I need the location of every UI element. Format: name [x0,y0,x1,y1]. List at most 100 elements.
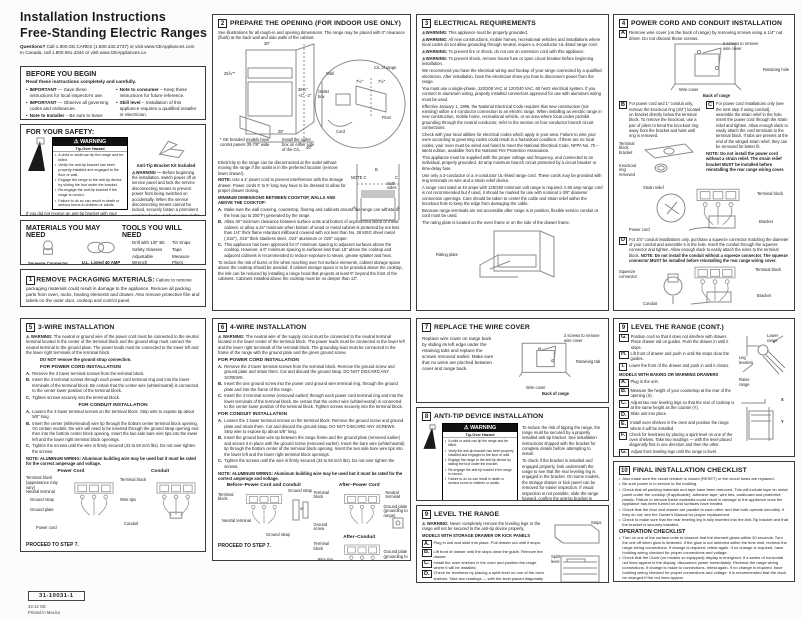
checklist-item: Check to make sure that the rear levelin… [619,517,789,528]
section-title: ANTI-TIP DEVICE INSTALLATION [434,413,544,420]
warning-line: WARNING: All new constructions, mobile h… [422,37,603,48]
materials-tools-panel: MATERIALS YOU MAY NEED TOOLS YOU WILL NE… [20,220,206,265]
anti-tip-para-2: To check if the bracket is installed and… [522,458,600,501]
diagram-label: Retaining tab [576,359,601,364]
warning-line: WARNING: This appliance must be properly… [422,30,603,35]
step-item: C.Adjust two rear leveling legs so that … [619,399,735,410]
diagram-label: Ground plate (grounding to range) [383,503,408,519]
wire-cover-diagram: 2 screws to remove wire cover Retaining … [619,41,789,100]
paragraph: Because range terminals are not accessib… [422,207,599,219]
warning-bullet: Failure to do so can result in death or … [55,199,125,208]
section-number: 9 [422,510,431,519]
inset-label: Outlet box [318,89,329,99]
checklist-item: Also make sure the circuit breaker is cl… [619,476,789,482]
section-title: 3-WIRE INSTALLATION [38,324,115,331]
diagram-caption: Conduit [150,468,170,474]
step-item: A.Plug in the unit. [619,378,659,387]
section-number: 5 [26,323,35,332]
dim-label: 25" [278,129,285,135]
dim-label: 36¼" [298,87,308,93]
tip-over-warning-box: WARNING Tip-Over Hazard A child or adult… [442,423,518,500]
diagram-label: Ground plate (grounding to range) [383,549,408,560]
operation-checklist-title: OPERATION CHECKLIST [619,529,686,536]
tool-item: Drill with 1/8" Bit [132,240,165,245]
step-letter: A [619,30,627,38]
questions-line1: Questions? Call 1.800.GE.CARES (1.800.43… [20,44,195,50]
step-letter: B [619,101,627,110]
step-d-note: NOTE: Do not install the conduit without… [629,252,788,263]
min-dims-heading: MINIMUM DIMENSIONS BETWEEN COOKTOP, WALL… [218,195,336,206]
warning-bullet: A child or adult can tip the range and b… [445,439,515,448]
section-body: Failure to remove packaging materials co… [26,277,200,303]
diagram-label: Terminal block [755,267,782,273]
step-c-note: NOTE: Do not install the power cord with… [706,150,785,172]
step-item: C.Install the oven shelves in the oven a… [422,559,537,570]
warning-bar: WARNING [443,424,517,432]
inset-label: Cord [336,129,345,135]
checklist-item: Turn on one of the surface units to obse… [619,535,789,556]
diagram-label: Terminal block (appearance may vary) [26,475,58,490]
diagram-label: Ground strap [266,531,290,537]
section-number: 9 [619,323,628,332]
warning-subtitle: Tip-Over Hazard [53,146,127,152]
diagram-label: Wire cover [526,385,546,390]
diagram-label: Leg levelers [739,355,754,365]
electrical-paragraphs: We recommend you have the electrical wir… [422,68,603,225]
diagram-label: Spirit level [551,554,561,564]
diagram-label: Y [781,419,784,424]
clearance-label-b: B [375,166,378,172]
list-item: Skill level – Installation of this appli… [116,100,200,118]
step-item: B.Insert the center (white/neutral) wire… [26,420,199,442]
dim-label: 40" [306,145,313,151]
rating-plate-diagram: Rating plate [422,227,603,285]
step-item: B.Lift front of drawer until the stops c… [422,548,543,559]
diagram-caption: Back of range [542,391,570,396]
diagram-label: Retaining hole [763,67,790,73]
tip-over-hazard-icon [423,423,436,449]
conduit-steps: A.Loosen the 3 lower terminal screws on … [218,418,405,469]
wiring-warning: The neutral or ground wire of the power … [26,334,199,356]
step-item: A.Make sure the wall covering, counterto… [218,207,400,218]
power-cord-steps: A.Remove the 3 lower terminal screws fro… [26,371,200,400]
models-heading: MODELS WITH STORAGE DRAWER OR KICK PANEL… [422,533,531,539]
checklist-item: Be sure power is in service to the build… [619,481,789,487]
step-item: C.Tighten the screws until the wire is f… [218,458,395,469]
step-item: H.Lift front of drawer and push in until… [619,350,730,362]
step-item: B.Insert the 3 terminal screws through e… [26,377,199,394]
diagram-caption: Before–Power Cord and Conduit [226,482,301,488]
page-footer: 31-10031-1 43-12 GE Printed in Mexico [28,584,85,616]
section-number: 1 [26,276,35,285]
diagram-label: Terminal block [313,489,329,500]
diagram-label: Terminal block [218,491,234,502]
section-number: 3 [422,19,431,28]
leg-leveler-diagram: Lower range Leg levelers Raise range X Y [739,333,789,457]
diagram-label: Terminal block bracket [619,140,635,156]
subheading-conduit: FOR CONDUIT INSTALLATION [78,402,148,408]
power-cord-terminal-diagram: Terminal block (appearance may vary) Neu… [26,474,116,540]
warning-bullet: Verify the anti-tip bracket has been pro… [445,449,515,458]
before-diagram: Terminal block Ground strap Neutral term… [218,488,312,541]
diagram-label: Bracket [757,293,771,299]
diagram-label: Bracket [759,218,773,224]
clearance-label-a: A [353,204,356,210]
diagram-label: Neutral terminal [222,517,251,523]
drawer-level-diagram: Stops Spirit level [551,520,603,583]
subheading-power-cord: FOR POWER CORD INSTALLATION [40,364,121,370]
subheading-conduit: FOR CONDUIT INSTALLATION [218,412,288,418]
diagram-label: Terminal block [757,190,784,196]
diagram-caption: After–Conduit [343,534,376,540]
tool-item: Tin Snips [171,240,191,245]
squeeze-connector-caption: Squeeze Connector [27,261,69,265]
checklist-item: Check that the door and drawer are paral… [619,507,789,518]
dim-label: +1" −2" [298,93,312,99]
warning-line: WARNING: To prevent fire or shock, do no… [422,49,603,54]
diagram-label: Conduit [124,521,139,527]
section-number: 2 [218,19,227,28]
dim-label: 7½" [356,79,364,85]
strain-relief-diagram: Strain relief Terminal block Bracket Pow… [619,185,789,236]
section-3-wire-installation: 53-WIRE INSTALLATION WARNING: The neutra… [20,318,206,552]
diagram-label: Lower range [767,333,779,343]
